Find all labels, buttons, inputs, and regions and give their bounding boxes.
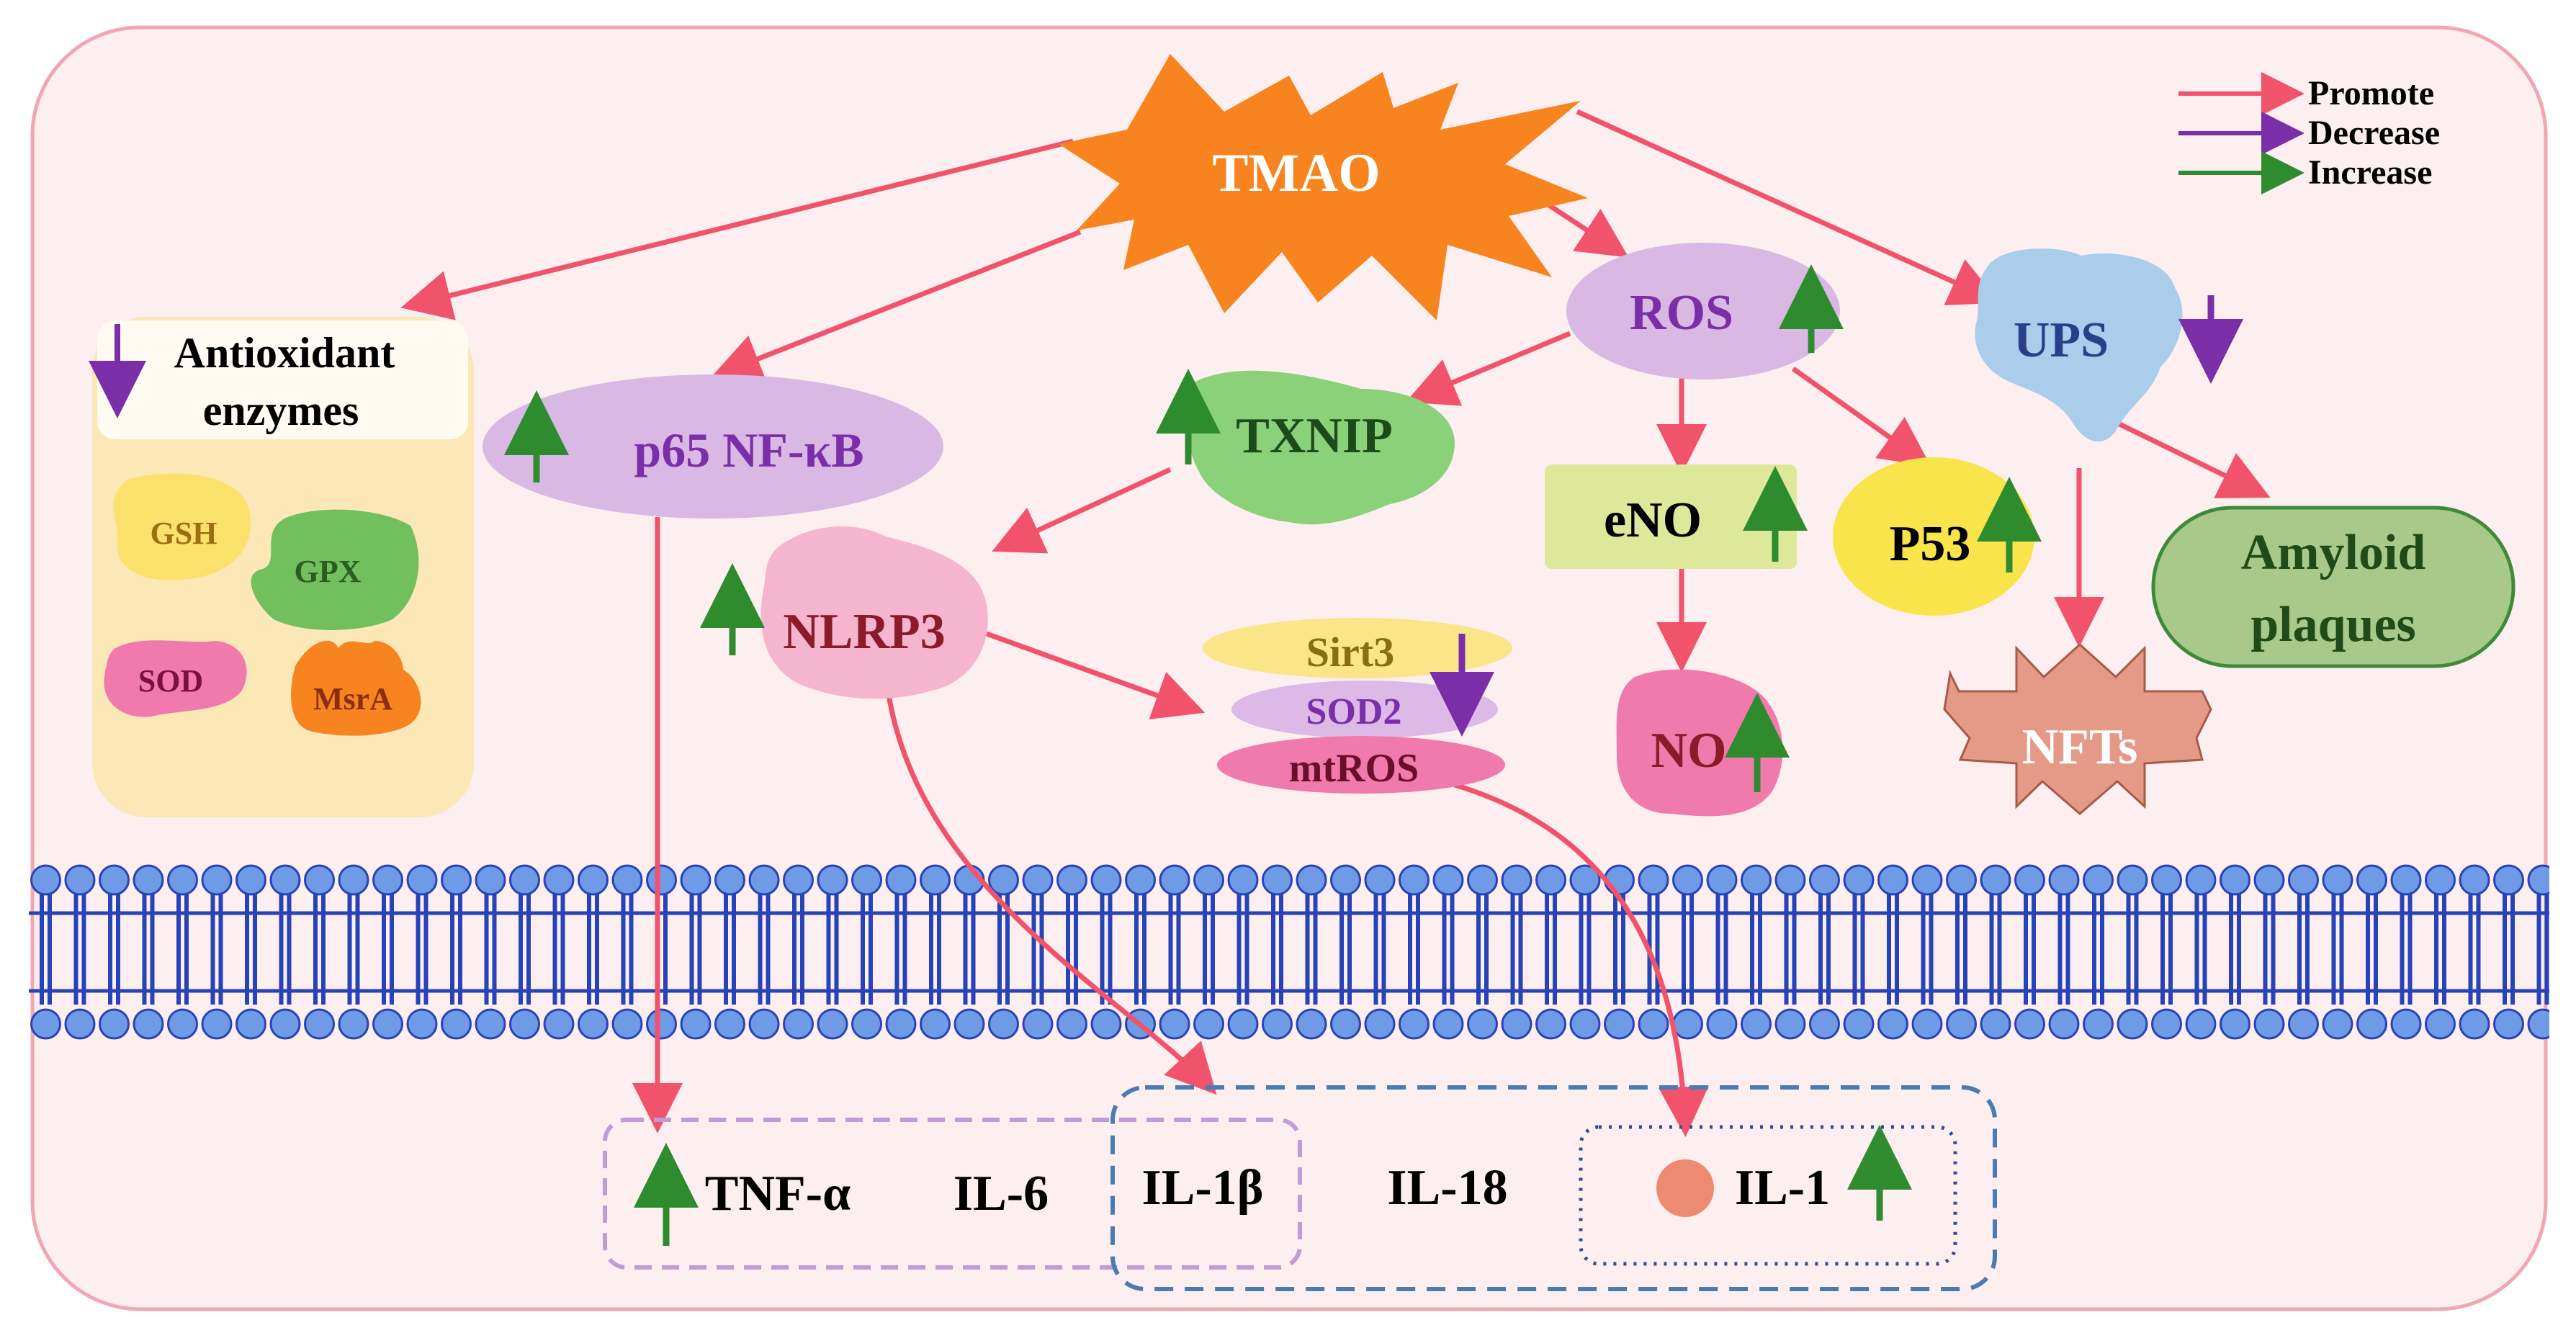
sirt3-ellipse	[1203, 618, 1512, 678]
nlrp3-blob	[760, 526, 988, 699]
arrow-ros-txnip	[1406, 331, 1571, 406]
arrow-mtros-il1	[1453, 782, 1709, 1137]
p65-ellipse	[483, 374, 943, 518]
arrow-txnip-nlrp3	[992, 467, 1172, 554]
legend: Promote Decrease Increase	[2178, 72, 2440, 194]
arrow-tmao-antioxidant	[400, 138, 1074, 320]
ros-ellipse	[1566, 243, 1840, 380]
eno-label: eNO	[1604, 493, 1702, 548]
no-label: NO	[1651, 723, 1727, 778]
cytokine-box-left	[603, 1118, 1302, 1270]
cell-membrane	[29, 857, 2549, 1044]
arrow-ups-amyloid	[2112, 418, 2271, 498]
il1-label: IL-1	[1735, 1160, 1830, 1216]
il1-dot	[1656, 1159, 1714, 1217]
sirt3-label: Sirt3	[1306, 629, 1394, 675]
antioxidant-header-box	[97, 320, 468, 439]
antioxidant-title-line1: Antioxidant	[174, 329, 395, 377]
gsh-blob	[113, 473, 251, 580]
tmao-label: TMAO	[1212, 143, 1380, 203]
gsh-label: GSH	[151, 516, 217, 551]
arrow-nlrp3-sirt3	[985, 631, 1206, 719]
amyloid-box	[2151, 506, 2516, 668]
p53-label: P53	[1890, 516, 1971, 572]
arrow-tmao-p65	[710, 229, 1082, 383]
ros-label: ROS	[1630, 285, 1733, 341]
tnf-label: TNF-α	[705, 1166, 851, 1221]
arrow-tmao-ups	[1576, 109, 2001, 305]
txnip-blob	[1186, 370, 1455, 525]
legend-decrease-label: Decrease	[2308, 114, 2440, 152]
ups-cloud	[1975, 248, 2183, 442]
eno-box	[1545, 464, 1797, 569]
tmao-burst	[1059, 54, 1588, 320]
mtros-label: mtROS	[1289, 746, 1419, 791]
txnip-label: TXNIP	[1236, 408, 1393, 464]
ups-label: UPS	[2014, 313, 2109, 368]
antioxidant-title-line2: enzymes	[203, 387, 359, 434]
il18-label: IL-18	[1387, 1160, 1507, 1216]
promote-arrows	[400, 109, 2271, 1137]
arrow-nlrp3-il1b	[883, 673, 1217, 1095]
sod-blob	[104, 640, 247, 717]
msra-label: MsrA	[313, 681, 392, 717]
arrow-ros-p53	[1791, 367, 1931, 467]
legend-promote-label: Promote	[2308, 74, 2434, 112]
nlrp3-label: NLRP3	[783, 604, 946, 660]
gpx-label: GPX	[295, 554, 362, 589]
nfts-star	[1943, 642, 2212, 815]
nfts-label: NFTs	[2022, 719, 2138, 775]
il1b-label: IL-1β	[1141, 1160, 1263, 1216]
gpx-blob	[251, 509, 419, 630]
mtros-ellipse	[1217, 736, 1505, 794]
il6-label: IL-6	[953, 1166, 1049, 1221]
sod-label: SOD	[138, 663, 203, 699]
msra-blob	[291, 640, 421, 736]
amyloid-label-line2: plaques	[2250, 597, 2416, 652]
legend-increase-label: Increase	[2308, 153, 2432, 192]
cytokine-box-right	[1110, 1085, 1997, 1291]
amyloid-label-line1: Amyloid	[2241, 525, 2426, 580]
sod2-label: SOD2	[1306, 691, 1402, 732]
p65-label: p65 NF-κB	[634, 423, 863, 477]
